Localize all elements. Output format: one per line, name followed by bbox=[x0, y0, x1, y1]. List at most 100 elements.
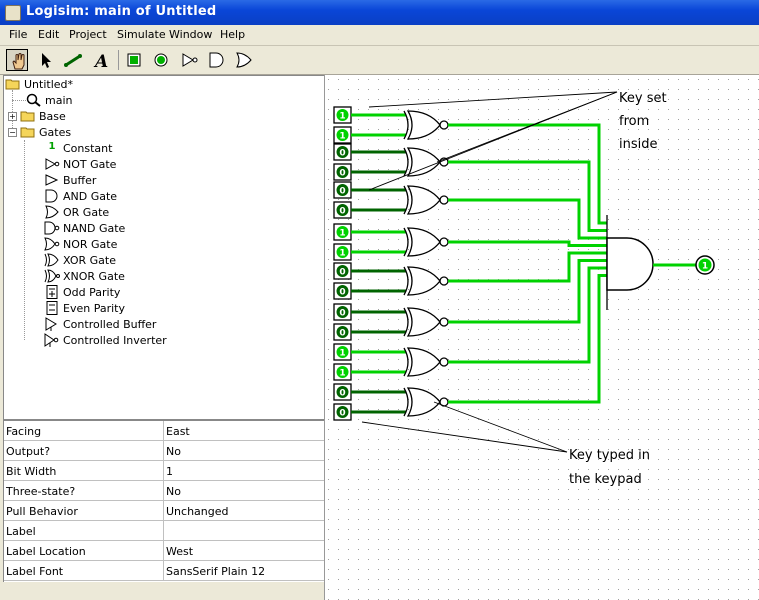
input-pin-value: 0 bbox=[339, 409, 345, 419]
tree-gate-label: Controlled Buffer bbox=[63, 317, 157, 331]
attr-value[interactable]: East bbox=[166, 425, 190, 438]
input-pin-tool-button[interactable] bbox=[123, 49, 145, 71]
xor-gate-back-curve bbox=[403, 266, 409, 296]
controlled-inverter-icon bbox=[44, 333, 59, 347]
attr-key: Label Location bbox=[6, 545, 86, 558]
xor-gate-back-curve bbox=[403, 307, 409, 337]
tree-gate-label: OR Gate bbox=[63, 205, 110, 219]
text-a-icon: A bbox=[93, 52, 108, 71]
tree-gate-odd-parity[interactable]: Odd Parity bbox=[44, 284, 120, 300]
text-tool-button[interactable]: A bbox=[90, 49, 112, 71]
and-gate-icon bbox=[209, 52, 224, 68]
attr-row-three-state[interactable]: Three-state?No bbox=[4, 481, 324, 501]
input-pin-value: 0 bbox=[339, 309, 345, 319]
xor-gate bbox=[406, 185, 441, 215]
tree-gate-label: Constant bbox=[63, 141, 113, 155]
or-gate-tool-button[interactable] bbox=[233, 49, 255, 71]
wiring-tool-button[interactable] bbox=[62, 49, 84, 71]
menu-window[interactable]: Window bbox=[169, 28, 213, 41]
tree-gate-xor[interactable]: XOR Gate bbox=[44, 252, 116, 268]
tree-gate-nand[interactable]: NAND Gate bbox=[44, 220, 125, 236]
explorer-tree: Untitled* main + Base − Gates 1 Constant… bbox=[3, 75, 325, 420]
output-pin-tool-button[interactable] bbox=[150, 49, 172, 71]
menu-edit[interactable]: Edit bbox=[38, 28, 60, 41]
and-gate bbox=[606, 237, 654, 291]
annotation-text: from bbox=[619, 114, 649, 129]
and-gate-tool-button[interactable] bbox=[205, 49, 227, 71]
canvas-grid bbox=[324, 75, 759, 600]
xor-gate-back-curve bbox=[403, 147, 409, 177]
attr-key: Pull Behavior bbox=[6, 505, 78, 518]
attr-value[interactable]: West bbox=[166, 545, 194, 558]
tree-library-gates[interactable]: Gates bbox=[20, 124, 71, 140]
tree-gate-nor[interactable]: NOR Gate bbox=[44, 236, 117, 252]
menu-file[interactable]: File bbox=[9, 28, 28, 41]
attr-value[interactable]: Unchanged bbox=[166, 505, 229, 518]
input-pin-led bbox=[336, 146, 349, 158]
hand-icon bbox=[12, 53, 25, 70]
menu-project[interactable]: Project bbox=[69, 28, 107, 41]
tree-gate-controlled-buffer[interactable]: Controlled Buffer bbox=[44, 316, 156, 332]
arrow-pointer-icon bbox=[42, 53, 51, 68]
tree-gate-controlled-inverter[interactable]: Controlled Inverter bbox=[44, 332, 167, 348]
or-gate-icon bbox=[45, 205, 59, 219]
java-app-icon[interactable] bbox=[5, 5, 21, 21]
xor-gate bbox=[406, 307, 441, 337]
input-pin-led bbox=[336, 386, 349, 398]
magnifier-icon bbox=[26, 93, 41, 107]
attr-row-pull-behavior[interactable]: Pull Behavior Unchanged bbox=[4, 501, 324, 521]
wire bbox=[448, 266, 607, 364]
input-pin-led bbox=[336, 204, 349, 216]
attr-row-label-font[interactable]: Label Font SansSerif Plain 12 bbox=[4, 561, 324, 581]
xor-gate bbox=[406, 347, 441, 377]
menu-simulate[interactable]: Simulate bbox=[117, 28, 166, 41]
attr-value[interactable]: 1 bbox=[166, 465, 173, 478]
tree-library-base[interactable]: Base bbox=[20, 108, 66, 124]
attr-value[interactable]: No bbox=[166, 445, 181, 458]
xor-gate bbox=[406, 227, 441, 257]
input-pin-led bbox=[336, 166, 349, 178]
xor-gate bbox=[406, 110, 441, 140]
wire bbox=[448, 160, 607, 232]
collapse-gates-toggle[interactable]: − bbox=[8, 128, 17, 137]
tree-gate-label: NAND Gate bbox=[63, 221, 126, 235]
tree-gate-and[interactable]: AND Gate bbox=[44, 188, 117, 204]
tree-circuit-main[interactable]: main bbox=[26, 92, 72, 108]
tree-line bbox=[24, 140, 25, 340]
even-parity-icon bbox=[46, 301, 58, 315]
tree-gate-label: NOR Gate bbox=[63, 237, 118, 251]
input-pin-value: 1 bbox=[339, 249, 345, 259]
tree-gate-or[interactable]: OR Gate bbox=[44, 204, 109, 220]
tree-gate-xnor[interactable]: XNOR Gate bbox=[44, 268, 125, 284]
attr-value[interactable]: SansSerif Plain 12 bbox=[166, 565, 266, 578]
xor-gate bbox=[406, 387, 441, 417]
attr-key: Label Font bbox=[6, 565, 64, 578]
select-tool-button[interactable] bbox=[34, 49, 56, 71]
attr-row-facing[interactable]: Facing East bbox=[4, 421, 324, 441]
constant-icon: 1 bbox=[48, 141, 56, 152]
attr-key: Facing bbox=[6, 425, 42, 438]
attr-row-label-location[interactable]: Label Location West bbox=[4, 541, 324, 561]
menu-help[interactable]: Help bbox=[220, 28, 246, 41]
tree-project-label: Untitled* bbox=[24, 77, 74, 91]
attr-value[interactable]: No bbox=[166, 485, 181, 498]
tree-project[interactable]: Untitled* bbox=[5, 76, 73, 92]
tree-gate-label: Controlled Inverter bbox=[63, 333, 167, 347]
expand-base-toggle[interactable]: + bbox=[8, 112, 17, 121]
tree-gate-even-parity[interactable]: Even Parity bbox=[44, 300, 125, 316]
tree-line bbox=[12, 90, 13, 132]
attr-row-output[interactable]: Output?No bbox=[4, 441, 324, 461]
poke-tool-button[interactable] bbox=[6, 49, 28, 71]
not-gate-tool-button[interactable] bbox=[178, 49, 200, 71]
tree-gate-not[interactable]: NOT Gate bbox=[44, 156, 116, 172]
wire bbox=[448, 259, 607, 324]
tree-gate-constant[interactable]: 1 Constant bbox=[44, 140, 113, 156]
tree-gate-label: XNOR Gate bbox=[63, 269, 125, 283]
output-pin-value: 1 bbox=[702, 262, 708, 272]
attr-row-label[interactable]: Label bbox=[4, 521, 324, 541]
annotation-text: Key typed in bbox=[569, 448, 650, 463]
inversion-bubble bbox=[439, 317, 449, 327]
tree-gate-buffer[interactable]: Buffer bbox=[44, 172, 96, 188]
